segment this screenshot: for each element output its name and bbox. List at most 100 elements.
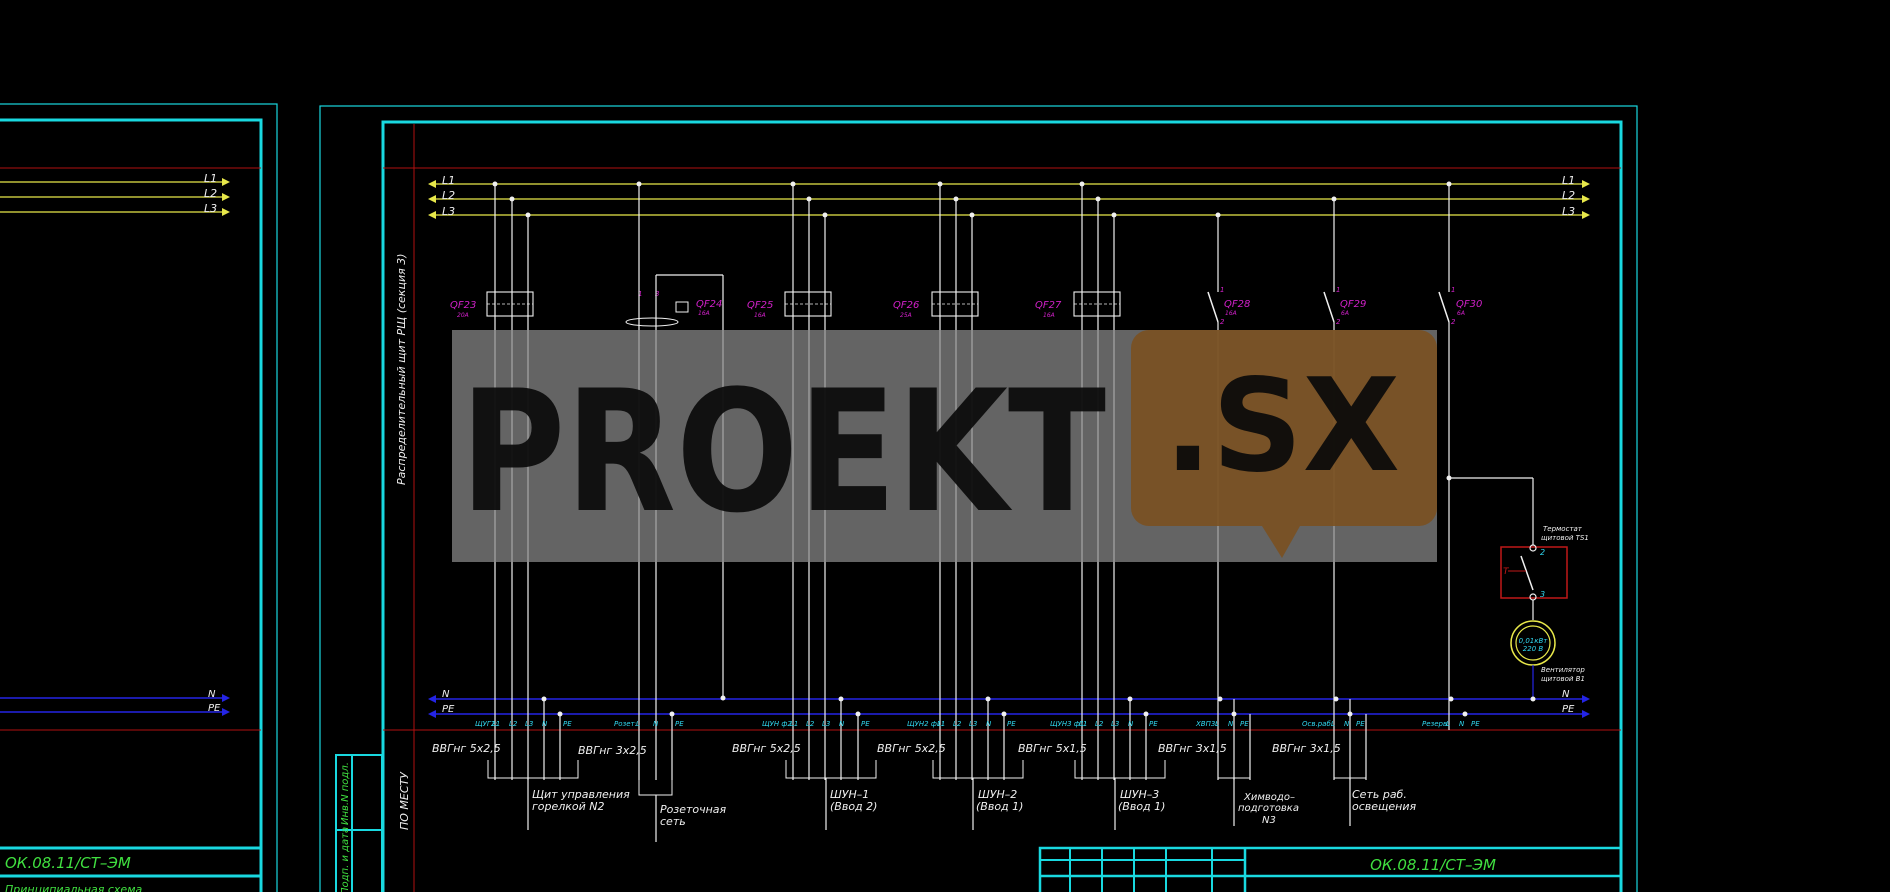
breaker-qf24-rating: 16А xyxy=(698,310,710,317)
bus-pe-label-left: PE xyxy=(442,704,455,715)
qf23-terminal-n: N xyxy=(542,720,548,728)
qf30-terminal-l: L xyxy=(1446,720,1450,728)
terminal-group-4: ЩУН3 ф1: xyxy=(1050,720,1087,728)
qf30-terminal-pe: PE xyxy=(1471,720,1480,728)
bus-n-arrow-left xyxy=(428,695,436,703)
breaker-qf30-id: QF30 xyxy=(1456,299,1482,310)
qf30-n-junction xyxy=(1448,696,1454,702)
load-6-line-1: освещения xyxy=(1352,800,1416,813)
terminal-group-labels: ЩУГ2: Розет: ЩУН ф2: ЩУН2 ф1: ЩУН3 ф1: Х… xyxy=(475,720,1449,728)
left-bus-n-arrow xyxy=(222,694,230,702)
left-bus-n-label: N xyxy=(208,689,216,700)
breaker-qf25-id: QF25 xyxy=(747,300,773,311)
watermark-tag-pointer xyxy=(1262,526,1300,558)
thermostat-pin-2: 2 xyxy=(1540,548,1545,557)
qf23-cable-bracket xyxy=(487,760,579,779)
load-4-line-1: (Ввод 1) xyxy=(1118,800,1165,813)
breaker-qf26-id: QF26 xyxy=(893,300,919,311)
qf25-terminal-1: L2 xyxy=(806,720,815,728)
qf27-cable-bracket xyxy=(1074,760,1166,779)
title-block-frame xyxy=(1038,846,1623,892)
doc-code: ОК.08.11/СТ–ЭМ xyxy=(1370,856,1496,874)
qf29-blade xyxy=(1323,291,1335,323)
qf30-pin-2: 2 xyxy=(1451,318,1456,326)
bus-l1-label-right: L1 xyxy=(1562,174,1575,187)
qf26-n-junction xyxy=(985,696,991,702)
load-2-line-0: ШУН–1 xyxy=(830,788,869,801)
qf23-terminal-0: L1 xyxy=(492,720,500,728)
thermostat-pin-3: 3 xyxy=(1540,590,1545,599)
cable-label-4: ВВГнг 5х1,5 xyxy=(1018,742,1087,755)
left-cut-text: Принципиальная схема xyxy=(5,883,142,892)
bus-pe-arrow-left xyxy=(428,710,436,718)
stamp-label-inv: Инв.N подл. xyxy=(340,762,351,825)
bus-l1-label-left: L1 xyxy=(442,174,455,187)
fan-n-junction xyxy=(1530,696,1536,702)
qf26-bus-tap-2 xyxy=(969,212,975,218)
thermostat-t-label: T xyxy=(1503,567,1510,577)
qf26-terminal-0: L1 xyxy=(937,720,945,728)
fan-label-0: Вентилятор xyxy=(1541,666,1585,674)
terminal-group-0: ЩУГ2: xyxy=(475,720,498,728)
thermostat-label-1: щитовой TS1 xyxy=(1541,534,1589,542)
qf23-bus-tap-1 xyxy=(509,196,515,202)
load-5-line-2: N3 xyxy=(1262,815,1276,826)
qf30-blade xyxy=(1438,291,1450,323)
qf23-bus-tap-2 xyxy=(525,212,531,218)
load-3-line-0: ШУН–2 xyxy=(978,788,1017,801)
qf25-terminal-0: L1 xyxy=(790,720,798,728)
right-outer-frame xyxy=(319,105,1638,892)
breaker-qf25-rating: 16А xyxy=(754,312,766,319)
qf30-pin-1: 1 xyxy=(1451,286,1455,294)
left-bus-l3-label: L3 xyxy=(204,202,217,215)
cable-label-1: ВВГнг 3х2,5 xyxy=(578,744,647,757)
breaker-qf24-id: QF24 xyxy=(696,299,722,310)
load-labels: Щит управления горелкой N2 Розеточная се… xyxy=(532,788,1416,828)
breaker-qf23-id: QF23 xyxy=(450,300,476,311)
cable-label-3: ВВГнг 5х2,5 xyxy=(877,742,946,755)
qf25-terminal-2: L3 xyxy=(822,720,830,728)
qf27-terminal-n: N xyxy=(1128,720,1134,728)
qf25-pe-junction xyxy=(855,711,861,717)
qf29-n-junction xyxy=(1333,696,1339,702)
breaker-qf28-rating: 16А xyxy=(1225,310,1237,317)
qf23-pe-junction xyxy=(557,711,563,717)
load-0-line-0: Щит управления xyxy=(532,788,630,801)
breaker-qf23-rating: 20А xyxy=(457,312,469,319)
load-0-line-1: горелкой N2 xyxy=(532,800,605,813)
cable-label-2: ВВГнг 5х2,5 xyxy=(732,742,801,755)
terminal-group-1: Розет: xyxy=(614,720,637,728)
qf24-pin-l: 1 xyxy=(638,290,642,298)
qf26-terminal-pe: PE xyxy=(1007,720,1016,728)
watermark-tag-bubble xyxy=(1131,330,1437,526)
qf25-cable-bracket xyxy=(785,760,877,779)
qf25-bus-tap-1 xyxy=(806,196,812,202)
watermark-text-tag: .SX xyxy=(1164,352,1400,501)
qf24-terminal-pe: PE xyxy=(675,720,684,728)
qf26-bus-tap-1 xyxy=(953,196,959,202)
bus-n-arrow-right xyxy=(1582,695,1590,703)
qf29-terminal-l: L xyxy=(1331,720,1335,728)
qf26-terminal-1: L2 xyxy=(953,720,962,728)
load-3-line-1: (Ввод 1) xyxy=(976,800,1023,813)
qf27-bus-tap-2 xyxy=(1111,212,1117,218)
qf28-pin-2: 2 xyxy=(1220,318,1225,326)
qf26-terminal-n: N xyxy=(986,720,992,728)
qf30-terminal-n: N xyxy=(1459,720,1465,728)
terminal-group-5: ХВП3: xyxy=(1195,720,1218,728)
bus-l2-label-left: L2 xyxy=(442,189,455,202)
qf24-terminal-n: N xyxy=(653,720,659,728)
qf25-n-junction xyxy=(838,696,844,702)
bus-l2-arrow-right xyxy=(1582,195,1590,203)
terminal-group-3: ЩУН2 ф1: xyxy=(907,720,944,728)
qf27-terminal-1: L2 xyxy=(1095,720,1104,728)
qf27-bus-tap-0 xyxy=(1079,181,1085,187)
qf28-pin-1: 1 xyxy=(1220,286,1224,294)
qf29-pin-2: 2 xyxy=(1336,318,1341,326)
load-6-line-0: Сеть раб. xyxy=(1352,788,1407,801)
load-4-line-0: ШУН–3 xyxy=(1120,788,1159,801)
left-sheet: L1 L2 L3 N PE ОК.08.11/СТ–ЭМ Принципиаль… xyxy=(0,103,278,892)
title-block: ОК.08.11/СТ–ЭМ xyxy=(1038,846,1623,892)
qf25-bus-tap-2 xyxy=(822,212,828,218)
